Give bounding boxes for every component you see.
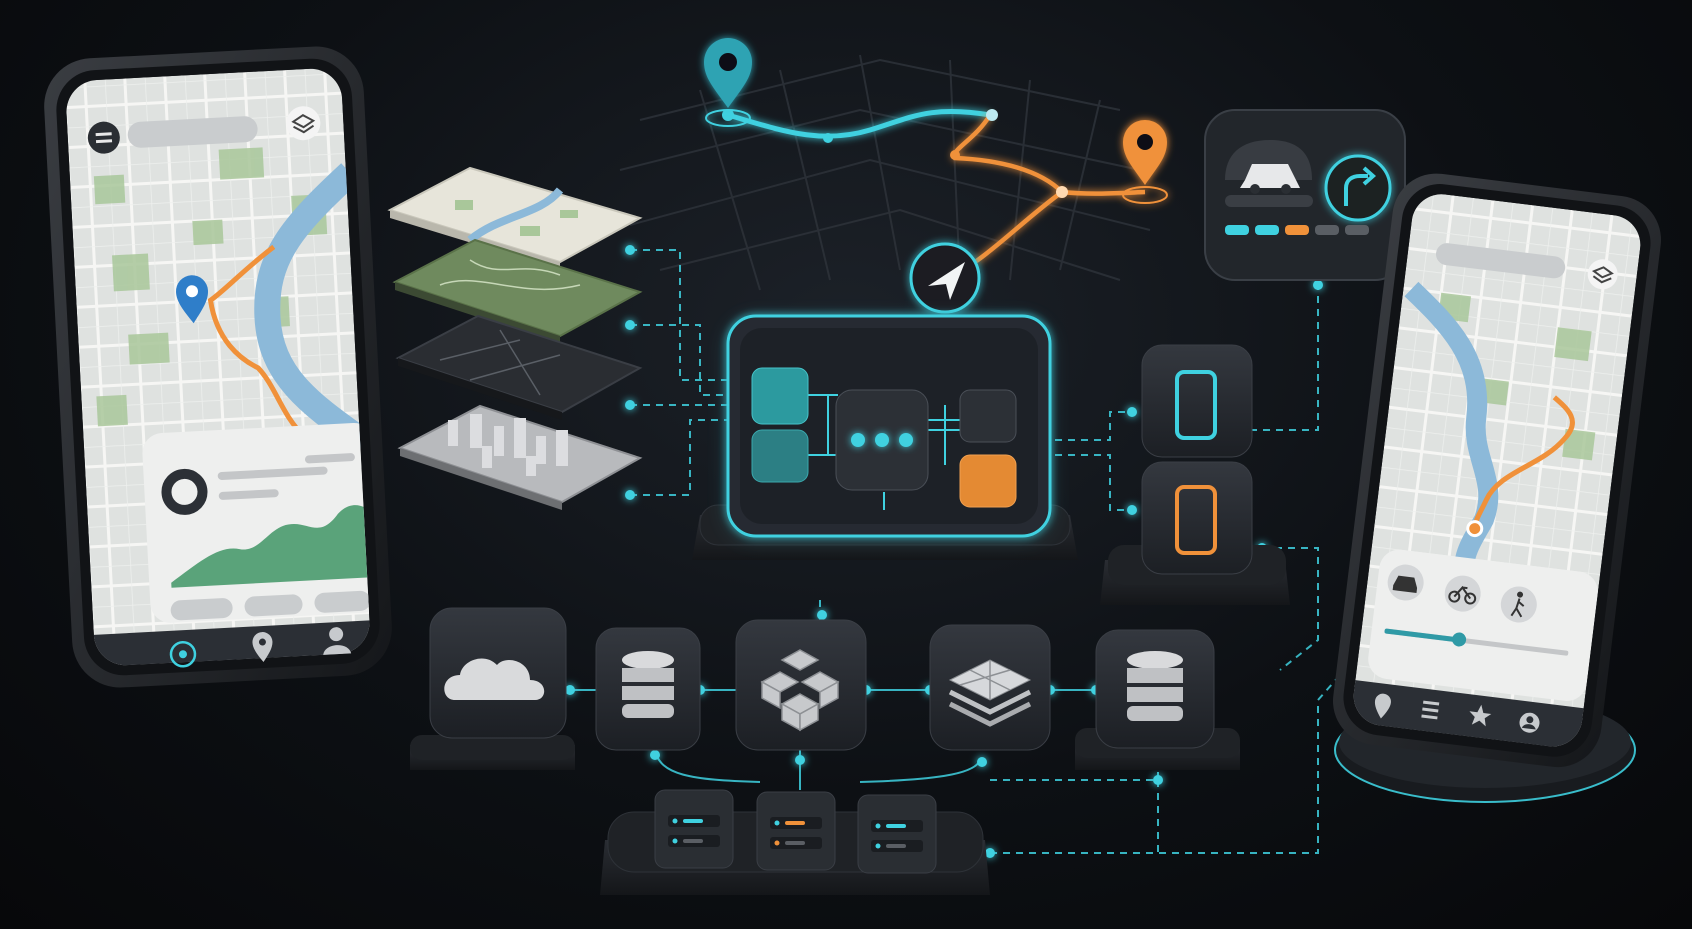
backend-row xyxy=(410,607,1240,790)
info-card[interactable] xyxy=(141,422,383,624)
progress-bars xyxy=(1225,225,1369,235)
map-route xyxy=(1472,395,1575,527)
star-icon[interactable] xyxy=(1468,703,1492,727)
map-tiles-icon xyxy=(929,624,1051,751)
route-map-network xyxy=(619,54,1151,291)
car-icon xyxy=(1240,164,1300,194)
smartphone-icon xyxy=(1141,461,1253,575)
river xyxy=(1404,281,1499,590)
location-pin-icon xyxy=(1122,120,1168,204)
slider[interactable] xyxy=(1384,623,1569,659)
cubes-icon xyxy=(735,619,867,751)
map-screen[interactable] xyxy=(64,66,386,674)
map-layers-stack xyxy=(387,166,643,510)
walking-icon[interactable] xyxy=(1499,584,1539,624)
server-rack xyxy=(600,789,990,895)
smartphone-icon xyxy=(1141,344,1253,458)
target-icon[interactable] xyxy=(169,640,197,668)
3d-buildings-layer xyxy=(397,404,643,510)
card-button[interactable] xyxy=(314,590,371,613)
location-pin-icon[interactable] xyxy=(1373,693,1392,720)
database-icon xyxy=(595,627,701,751)
card-button[interactable] xyxy=(244,594,303,617)
server-icon xyxy=(756,791,836,871)
route-path-cyan xyxy=(727,108,991,139)
bicycle-icon[interactable] xyxy=(1443,574,1483,614)
hub-processor xyxy=(692,314,1078,560)
location-pin-icon[interactable] xyxy=(252,632,274,663)
travel-mode-card[interactable] xyxy=(1366,547,1600,703)
user-icon[interactable] xyxy=(1518,712,1540,734)
turn-right-icon[interactable] xyxy=(1324,154,1392,222)
profile-ring-icon xyxy=(161,468,208,515)
server-icon xyxy=(654,789,734,869)
left-phone xyxy=(44,46,392,688)
more-dots-icon xyxy=(851,433,913,447)
dark-map-layer xyxy=(395,314,643,420)
user-icon[interactable] xyxy=(322,626,352,655)
map-route xyxy=(207,244,306,438)
car-icon[interactable] xyxy=(1386,563,1426,603)
search-bar[interactable] xyxy=(87,105,322,154)
bottom-nav xyxy=(1373,693,1540,734)
layers-icon[interactable] xyxy=(285,105,321,141)
elevation-chart xyxy=(171,505,372,588)
layers-icon[interactable] xyxy=(1586,258,1619,291)
database-icon xyxy=(1075,629,1240,770)
bottom-nav xyxy=(169,626,352,668)
river xyxy=(254,163,372,454)
map-screen[interactable] xyxy=(1350,190,1644,753)
navigation-widget[interactable] xyxy=(1204,109,1406,281)
menu-icon[interactable] xyxy=(87,121,121,155)
location-pin-icon xyxy=(704,38,752,127)
card-button[interactable] xyxy=(170,598,233,621)
list-icon[interactable] xyxy=(1421,700,1440,720)
cloud-icon xyxy=(410,607,575,770)
route-path-orange xyxy=(952,113,1146,264)
location-pin-icon xyxy=(176,275,208,324)
right-phone xyxy=(1333,173,1662,803)
server-icon xyxy=(857,794,937,874)
route-nodes xyxy=(722,109,1068,198)
device-stack xyxy=(1100,344,1290,605)
